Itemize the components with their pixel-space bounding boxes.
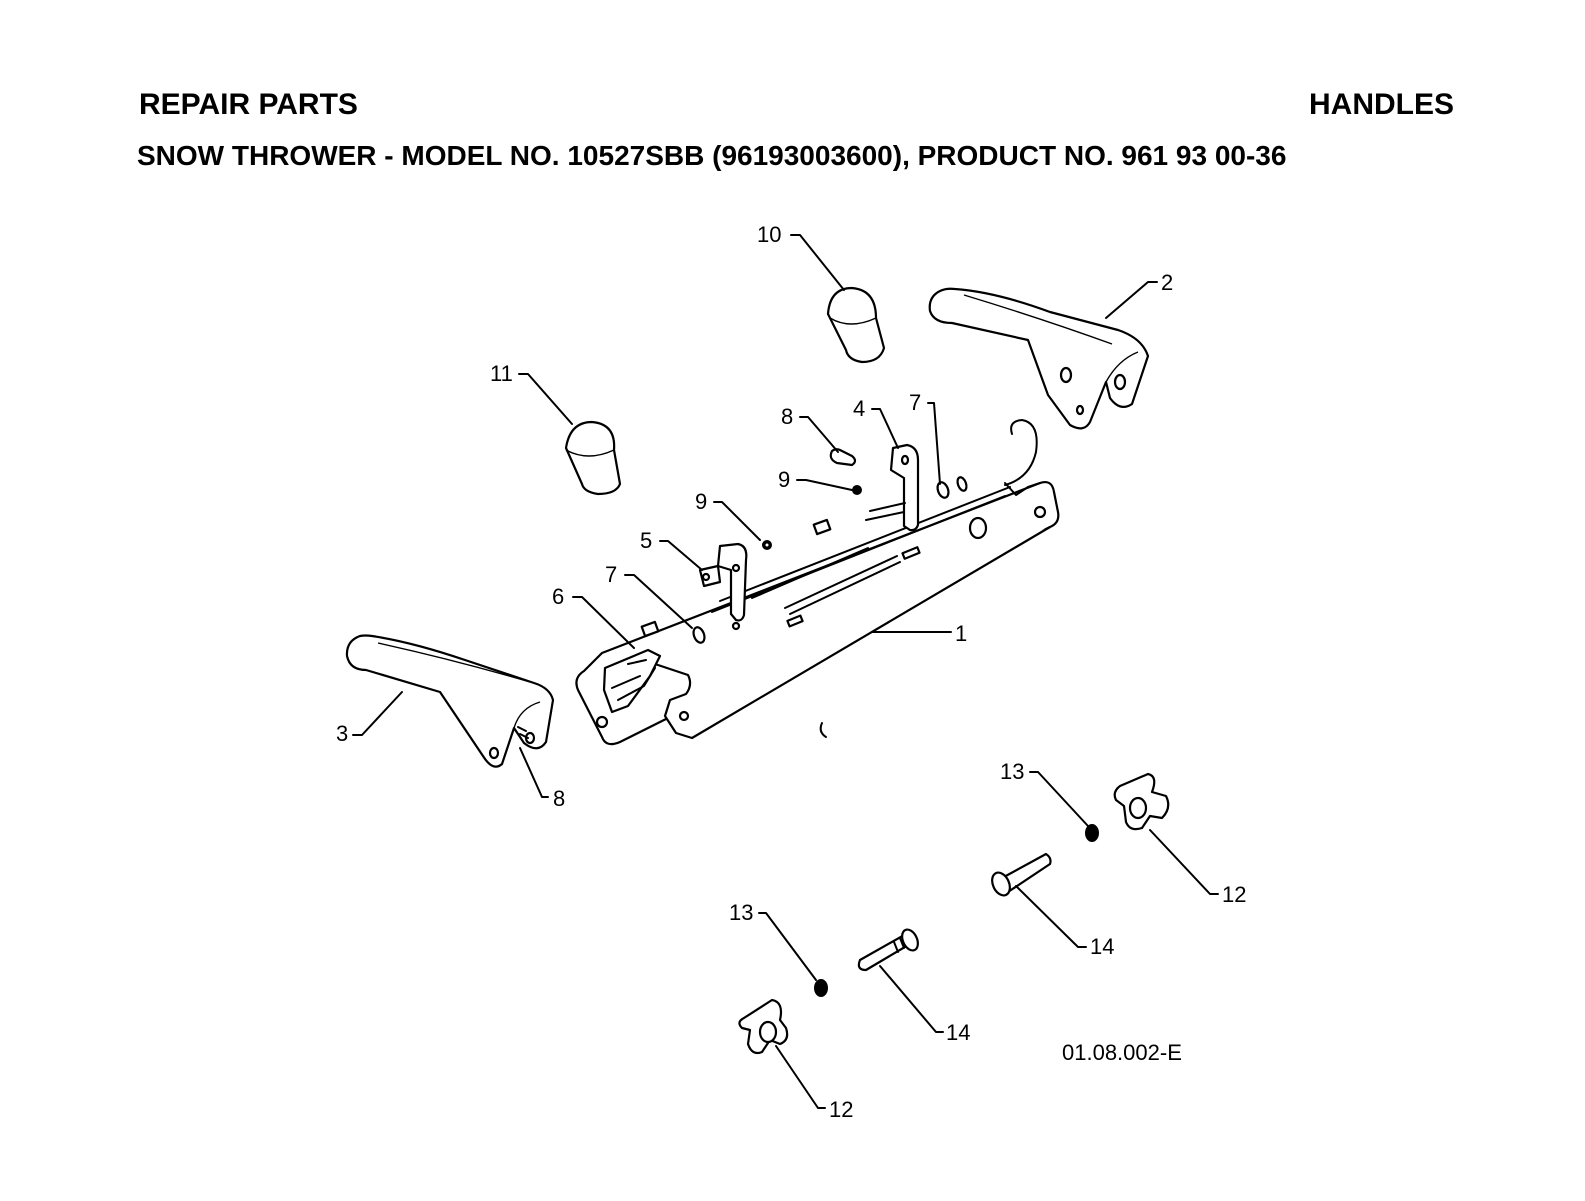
callout-3: 3	[336, 721, 348, 746]
left-handle-part	[345, 634, 555, 768]
callout-11: 11	[490, 361, 513, 386]
leader-lines	[352, 234, 1219, 1109]
callout-14-lower: 14	[946, 1020, 970, 1045]
bolt-parts	[857, 852, 1052, 972]
callout-7-right: 7	[909, 390, 921, 415]
right-handle-part	[928, 287, 1150, 430]
subtitle-suffix: (96193003600), PRODUCT NO. 961 93 00-36	[712, 140, 1287, 171]
callout-labels: 1 2 3 4 5 6 7 7 8 8 9 9 10 11 12 12 13 1…	[336, 222, 1246, 1122]
callout-5: 5	[640, 528, 652, 553]
callout-13-upper: 13	[1000, 759, 1024, 784]
small-washer-parts	[814, 824, 1099, 997]
subtitle-prefix: SNOW THROWER - MODEL NO.	[137, 140, 560, 171]
callout-7-left: 7	[605, 562, 617, 587]
page-section-title: REPAIR PARTS	[139, 88, 358, 121]
panel-part	[575, 419, 1060, 746]
left-bracket-part	[698, 542, 748, 631]
callout-9-left: 9	[695, 489, 707, 514]
wing-knob-parts	[738, 772, 1170, 1055]
drawing-code: 01.08.002-E	[1062, 1040, 1182, 1065]
nut-parts	[762, 485, 862, 550]
knob-parts	[564, 286, 886, 496]
callout-9-right: 9	[778, 467, 790, 492]
callout-4: 4	[853, 396, 865, 421]
callout-2: 2	[1161, 270, 1173, 295]
callout-1: 1	[955, 621, 967, 646]
lever-bracket-part	[602, 518, 832, 714]
callout-10: 10	[757, 222, 781, 247]
model-subtitle: SNOW THROWER - MODEL NO. 10527SBB (96193…	[137, 139, 1286, 173]
callout-13-lower: 13	[729, 900, 753, 925]
model-number: 10527SBB	[567, 140, 705, 171]
washer-parts	[692, 476, 968, 644]
callout-8-upper: 8	[781, 404, 793, 429]
right-bracket-part	[865, 443, 920, 532]
callout-8-lower: 8	[553, 786, 565, 811]
callout-14-upper: 14	[1090, 934, 1114, 959]
callout-12-upper: 12	[1222, 882, 1246, 907]
callout-6: 6	[552, 584, 564, 609]
page-group-title: HANDLES	[1308, 88, 1454, 121]
callout-12-lower: 12	[829, 1097, 853, 1122]
